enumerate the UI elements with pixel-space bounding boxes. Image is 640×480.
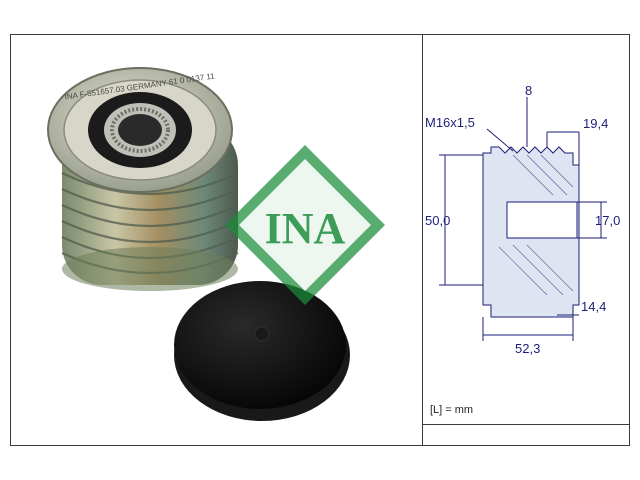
unit-note: [L] = mm xyxy=(430,404,474,416)
ina-logo-text: INA xyxy=(265,204,346,253)
dim-14-4-label: 14,4 xyxy=(581,299,606,314)
dim-50-0-label: 50,0 xyxy=(425,213,450,228)
technical-drawing: M16x1,5 8 19,4 50,0 17,0 14,4 52,3 xyxy=(425,83,620,356)
bore-section xyxy=(506,201,578,239)
thread-label: M16x1,5 xyxy=(425,115,475,130)
product-photo: INA F-551657.03 GERMANY 61 0 0137 11 INA xyxy=(47,67,385,421)
groove-count-label: 8 xyxy=(525,83,532,98)
panel-divider xyxy=(422,34,423,446)
dim-17-0-label: 17,0 xyxy=(595,213,620,228)
cover-cap xyxy=(174,281,350,421)
dim-19-4-label: 19,4 xyxy=(583,116,608,131)
pulley-front-face: INA F-551657.03 GERMANY 61 0 0137 11 xyxy=(47,67,233,193)
legend-divider xyxy=(422,424,630,425)
ina-logo: INA xyxy=(225,145,385,305)
dim-52-3-label: 52,3 xyxy=(515,341,540,356)
dim-line-thread xyxy=(486,128,514,152)
